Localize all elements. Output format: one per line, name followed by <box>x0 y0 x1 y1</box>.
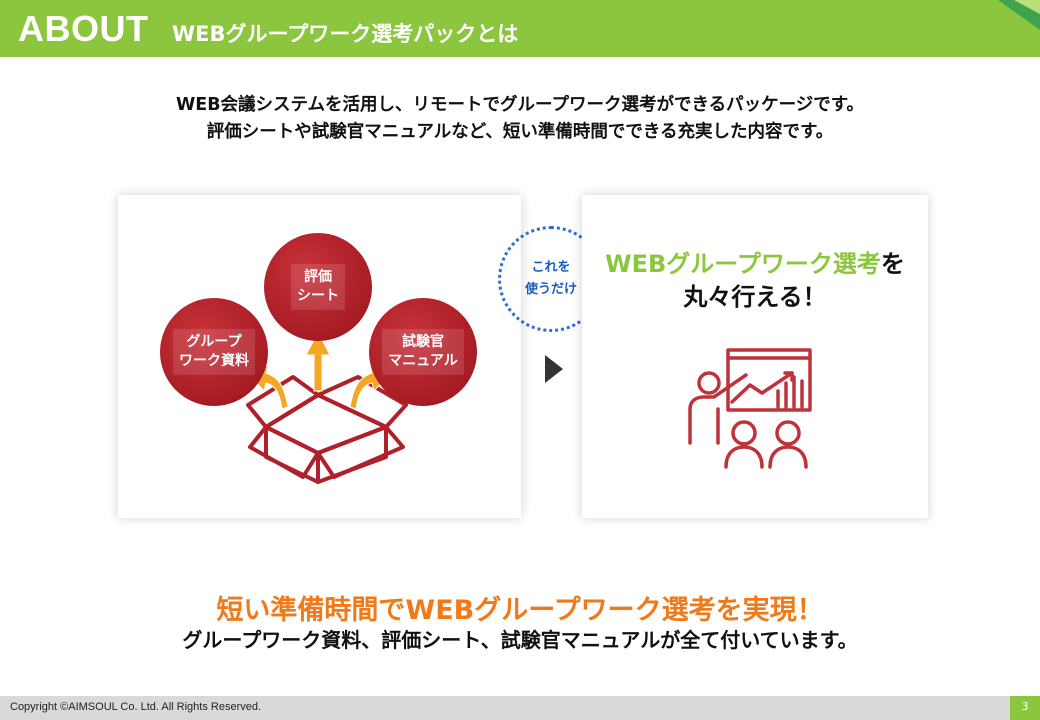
copyright-text: Copyright ©AIMSOUL Co. Ltd. All Rights R… <box>10 701 262 713</box>
evaluation-sheet-label-2: シート <box>297 288 339 304</box>
examiner-manual-label-1: 試験官 <box>402 334 444 350</box>
package-panel: 評価 シート グループ ワーク資料 試験官 マニュアル <box>118 195 521 518</box>
lead-line-2: 評価シートや試験官マニュアルなど、短い準備時間でできる充実した内容です。 <box>206 122 834 142</box>
title-bar: ABOUT WEBグループワーク選考パックとは <box>0 0 1040 57</box>
result-title: WEBグループワーク選考を 丸々行える！ <box>582 248 928 314</box>
connector-line-2: 使うだけ <box>524 282 577 297</box>
examiner-manual-circle: 試験官 マニュアル <box>369 298 477 406</box>
examiner-manual-label-2: マニュアル <box>388 353 458 369</box>
group-work-material-label-1: グループ <box>186 334 242 350</box>
subline: グループワーク資料、評価シート、試験官マニュアルが全て付いています。 <box>182 628 858 652</box>
footer: Copyright ©AIMSOUL Co. Ltd. All Rights R… <box>0 696 1040 720</box>
result-panel <box>582 195 928 518</box>
lead-text: WEB会議システムを活用し、リモートでグループワーク選考ができるパッケージです。… <box>0 92 1040 146</box>
page-title: ABOUT <box>18 8 149 49</box>
play-arrow-icon <box>545 355 563 383</box>
result-line-2: 丸々行える！ <box>683 283 827 311</box>
page-subtitle: WEBグループワーク選考パックとは <box>172 22 519 46</box>
presentation-icon <box>688 348 812 469</box>
evaluation-sheet-circle: 評価 シート <box>264 233 372 341</box>
corner-decoration-icon <box>998 0 1040 30</box>
group-work-material-circle: グループ ワーク資料 <box>160 298 268 406</box>
result-highlight: WEBグループワーク選考 <box>605 250 881 278</box>
connector-line-1: これを <box>531 260 571 275</box>
lead-line-1: WEB会議システムを活用し、リモートでグループワーク選考ができるパッケージです。 <box>175 95 865 115</box>
headline: 短い準備時間でWEBグループワーク選考を実現！ <box>216 595 824 626</box>
page-number: 3 <box>1010 696 1040 720</box>
result-line1-rest: を <box>880 250 905 278</box>
evaluation-sheet-label-1: 評価 <box>304 269 332 285</box>
group-work-material-label-2: ワーク資料 <box>179 353 249 369</box>
